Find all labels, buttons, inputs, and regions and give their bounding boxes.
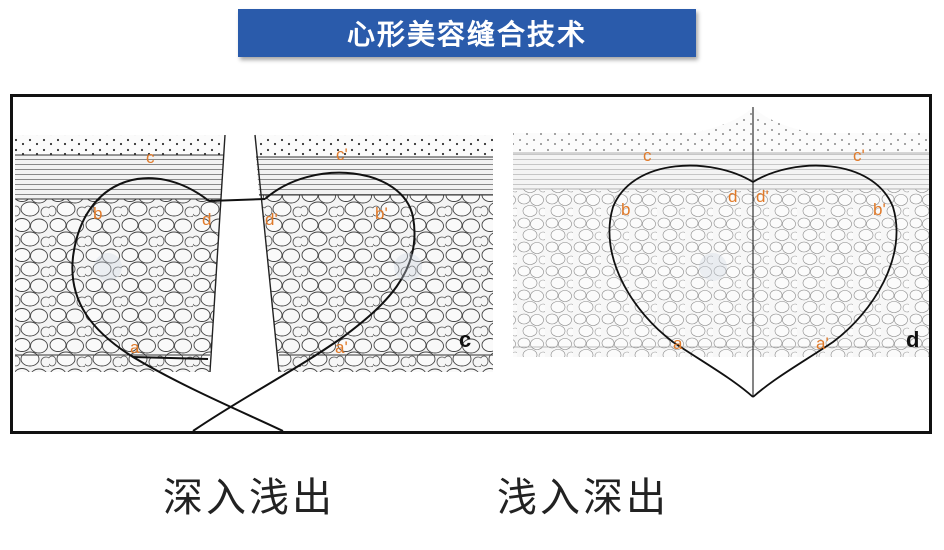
caption-right: 浅入深出 <box>497 475 669 521</box>
left-label-c2: c' <box>336 145 348 164</box>
left-label-b2: b' <box>375 204 388 223</box>
right-label-d: d <box>728 187 737 206</box>
right-epidermis <box>513 107 929 153</box>
left-label-c: c <box>146 148 155 167</box>
left-dermis <box>15 155 224 199</box>
right-label-a: a <box>673 334 683 353</box>
right-label-d2: d' <box>756 187 769 206</box>
left-suture-line <box>71 177 284 431</box>
left-label-b: b <box>93 204 102 223</box>
right-label-a2: a' <box>816 334 829 353</box>
right-suture-line <box>608 164 754 398</box>
left-label-a: a <box>130 338 140 357</box>
left-epidermis <box>15 135 225 155</box>
left-label-d2: d' <box>265 210 278 229</box>
left-label-d: d <box>202 210 211 229</box>
right-panel-letter: d <box>906 327 919 352</box>
caption-left: 深入浅出 <box>163 475 335 521</box>
left-label-a2: a' <box>335 338 348 357</box>
title-text: 心形美容缝合技术 <box>346 18 587 51</box>
left-panel-letter: c <box>459 327 471 352</box>
left-epidermis-2 <box>255 135 493 157</box>
suture-diagram: c b d a c' b' d' a' c c b d a c' <box>15 107 929 431</box>
right-dermis <box>513 153 929 189</box>
right-label-c2: c' <box>853 146 865 165</box>
diagram-frame: c b d a c' b' d' a' c c b d a c' <box>10 94 932 434</box>
title-banner: 心形美容缝合技术 <box>238 9 696 57</box>
left-panel: c b d a c' b' d' a' c <box>15 134 493 431</box>
left-dermis-2 <box>256 157 493 195</box>
right-label-b2: b' <box>873 200 886 219</box>
right-label-b: b <box>621 200 630 219</box>
right-label-c: c <box>643 146 652 165</box>
watermark <box>94 253 727 281</box>
right-panel: c b d a c' b' d' a' d <box>513 107 929 398</box>
